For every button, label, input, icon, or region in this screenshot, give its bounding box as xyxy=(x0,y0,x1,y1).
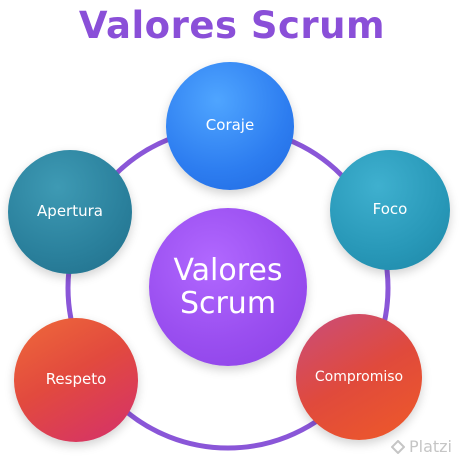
watermark-text: Platzi xyxy=(408,437,452,456)
center-node: Valores Scrum xyxy=(149,208,307,366)
page-title: Valores Scrum xyxy=(78,4,386,47)
value-node-respeto: Respeto xyxy=(14,318,138,442)
value-node-apertura: Apertura xyxy=(8,150,132,274)
platzi-watermark: Platzi xyxy=(390,437,452,456)
center-label-line2: Scrum xyxy=(179,286,277,321)
value-node-coraje: Coraje xyxy=(166,62,294,190)
value-label-compromiso: Compromiso xyxy=(314,368,404,385)
center-label: Valores Scrum xyxy=(173,254,282,320)
value-label-foco: Foco xyxy=(372,200,408,219)
value-node-foco: Foco xyxy=(330,150,450,270)
value-label-coraje: Coraje xyxy=(205,116,255,135)
value-node-compromiso: Compromiso xyxy=(296,314,422,440)
center-label-line1: Valores xyxy=(173,253,283,288)
value-label-respeto: Respeto xyxy=(45,370,107,389)
platzi-logo-icon xyxy=(390,439,405,454)
value-label-apertura: Apertura xyxy=(37,202,103,221)
